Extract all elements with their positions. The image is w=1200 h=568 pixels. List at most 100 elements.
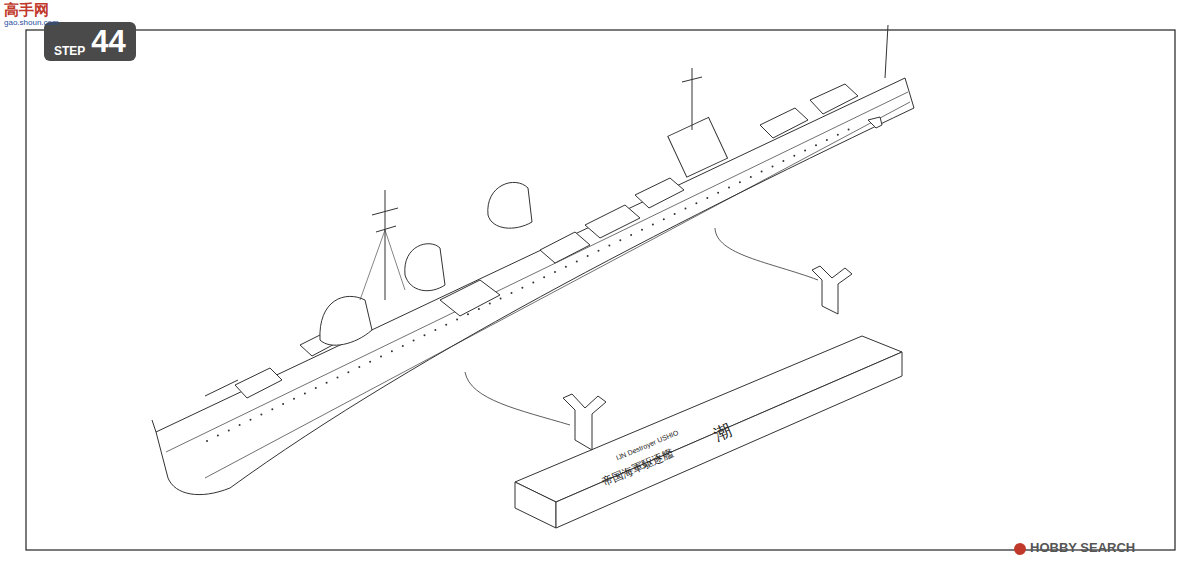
hull: [156, 78, 914, 495]
yard: [376, 226, 396, 232]
porthole: [315, 387, 317, 389]
porthole: [467, 313, 469, 315]
logo-mark: [1014, 543, 1026, 555]
porthole: [739, 181, 741, 183]
porthole: [369, 361, 371, 363]
porthole: [663, 218, 665, 220]
yard: [682, 77, 702, 82]
stand-cradle: [812, 266, 852, 314]
porthole: [793, 155, 795, 157]
porthole: [598, 250, 600, 252]
porthole: [532, 282, 534, 284]
porthole: [772, 165, 774, 167]
boot-line: [205, 102, 910, 478]
torpedo-mount: [540, 232, 590, 263]
gun-turret: [810, 84, 858, 114]
porthole: [717, 192, 719, 194]
porthole: [543, 276, 545, 278]
porthole: [456, 319, 458, 321]
porthole: [511, 292, 513, 294]
porthole: [217, 435, 219, 437]
stand-cradle: [563, 394, 606, 450]
deck-edge: [166, 92, 908, 452]
porthole: [695, 202, 697, 204]
step-word: STEP: [54, 45, 85, 57]
porthole: [641, 229, 643, 231]
guide-line: [715, 228, 818, 280]
deck-house: [440, 280, 500, 316]
porthole: [337, 377, 339, 379]
porthole: [250, 419, 252, 421]
funnel: [405, 244, 445, 291]
porthole: [815, 144, 817, 146]
step-badge: STEP 44: [44, 22, 136, 61]
stand-top: [515, 336, 902, 502]
porthole: [228, 429, 230, 431]
aft-structure: [668, 117, 728, 177]
step-number: 44: [91, 26, 125, 57]
gun-turret: [760, 108, 808, 138]
stand-front: [556, 352, 902, 528]
portholes: [206, 128, 850, 442]
porthole: [424, 334, 426, 336]
porthole: [413, 340, 415, 342]
rigging: [360, 230, 405, 300]
porthole: [434, 329, 436, 331]
porthole: [402, 345, 404, 347]
porthole: [478, 308, 480, 310]
gun-turret: [235, 368, 282, 398]
porthole: [782, 160, 784, 162]
yard: [372, 208, 398, 215]
porthole: [652, 223, 654, 225]
porthole: [358, 366, 360, 368]
jack-staff: [152, 420, 156, 432]
porthole: [380, 355, 382, 357]
ship-model: [152, 25, 914, 528]
porthole: [239, 424, 241, 426]
porthole: [837, 134, 839, 136]
gun-mount: [635, 178, 684, 208]
porthole: [445, 324, 447, 326]
frame: [26, 30, 1175, 550]
porthole: [848, 128, 850, 130]
watermark-url: gao.shoun.com: [4, 19, 59, 27]
porthole: [489, 303, 491, 305]
gun-barrel: [205, 380, 238, 396]
porthole: [706, 197, 708, 199]
porthole: [206, 440, 208, 442]
watermark-logo: [1014, 543, 1026, 555]
porthole: [685, 208, 687, 210]
porthole: [608, 245, 610, 247]
porthole: [326, 382, 328, 384]
porthole: [500, 297, 502, 299]
stand-side: [515, 482, 556, 528]
porthole: [260, 414, 262, 416]
propeller-guard: [868, 117, 882, 128]
porthole: [554, 271, 556, 273]
porthole: [630, 234, 632, 236]
guide-line: [465, 372, 570, 425]
porthole: [728, 187, 730, 189]
porthole: [347, 371, 349, 373]
porthole: [293, 398, 295, 400]
porthole: [587, 255, 589, 257]
watermark: HOBBY SEARCH: [1030, 541, 1135, 554]
porthole: [826, 139, 828, 141]
porthole: [391, 350, 393, 352]
porthole: [761, 171, 763, 173]
porthole: [619, 239, 621, 241]
torpedo-mount: [585, 205, 640, 238]
porthole: [804, 150, 806, 152]
fore-mast: [385, 190, 386, 300]
porthole: [674, 213, 676, 215]
funnel: [488, 182, 532, 228]
bridge: [320, 296, 372, 345]
porthole: [750, 176, 752, 178]
porthole: [282, 403, 284, 405]
porthole: [304, 392, 306, 394]
watermark: 高手网: [4, 2, 49, 17]
ensign-staff: [885, 25, 888, 78]
porthole: [521, 287, 523, 289]
porthole: [565, 266, 567, 268]
